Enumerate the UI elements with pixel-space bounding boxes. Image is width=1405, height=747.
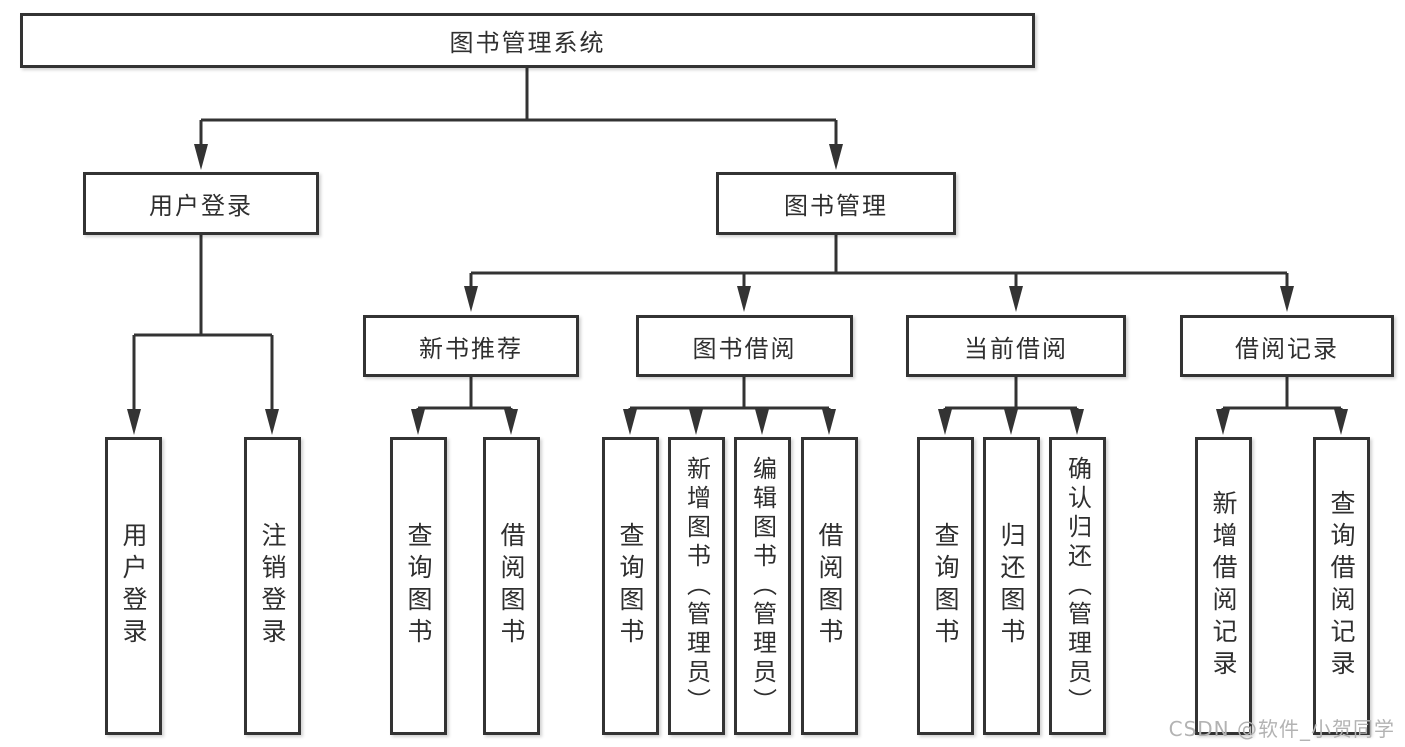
- node-borrow-records: 借阅记录: [1180, 315, 1394, 377]
- node-label: 当前借阅: [964, 334, 1068, 363]
- node-label: 用户登录: [149, 192, 253, 220]
- leaf-edit-books-admin: 编辑图书（管理员）: [734, 437, 791, 735]
- leaf-confirm-return-admin: 确认归还（管理员）: [1049, 437, 1106, 735]
- node-label: 新书推荐: [419, 334, 523, 363]
- leaf-label: 查询图书: [616, 522, 645, 650]
- node-label: 借阅记录: [1235, 334, 1339, 363]
- node-label: 图书管理系统: [449, 29, 606, 57]
- leaf-label: 新增图书（管理员）: [682, 455, 711, 717]
- leaf-query-books: 查询图书: [602, 437, 659, 735]
- leaf-query-books: 查询图书: [390, 437, 447, 735]
- arrowheads: [127, 144, 1348, 435]
- leaf-label: 查询借阅记录: [1327, 490, 1356, 682]
- node-new-book-recommend: 新书推荐: [363, 315, 579, 377]
- leaf-logout: 注销登录: [244, 437, 301, 735]
- leaf-label: 归还图书: [997, 522, 1026, 650]
- node-user-login: 用户登录: [83, 172, 319, 235]
- leaf-label: 确认归还（管理员）: [1063, 455, 1092, 717]
- leaf-user-login: 用户登录: [105, 437, 162, 735]
- leaf-label: 查询图书: [404, 522, 433, 650]
- leaf-label: 借阅图书: [815, 522, 844, 650]
- leaf-return-books: 归还图书: [983, 437, 1040, 735]
- leaf-label: 新增借阅记录: [1209, 490, 1238, 682]
- node-label: 图书借阅: [692, 334, 797, 363]
- leaf-query-books: 查询图书: [917, 437, 974, 735]
- node-current-borrow: 当前借阅: [906, 315, 1126, 377]
- leaf-label: 注销登录: [258, 522, 287, 650]
- leaf-label: 编辑图书（管理员）: [748, 455, 777, 717]
- leaf-add-books-admin: 新增图书（管理员）: [668, 437, 725, 735]
- leaf-add-borrow-record: 新增借阅记录: [1195, 437, 1252, 735]
- node-library-system: 图书管理系统: [20, 13, 1035, 68]
- leaf-borrow-books: 借阅图书: [483, 437, 540, 735]
- leaf-label: 用户登录: [119, 522, 148, 650]
- leaf-label: 借阅图书: [497, 522, 526, 650]
- leaf-query-borrow-record: 查询借阅记录: [1313, 437, 1370, 735]
- node-book-borrow: 图书借阅: [636, 315, 853, 377]
- node-label: 图书管理: [784, 192, 888, 220]
- leaf-borrow-books: 借阅图书: [801, 437, 858, 735]
- leaf-label: 查询图书: [931, 522, 960, 650]
- node-book-management: 图书管理: [716, 172, 956, 235]
